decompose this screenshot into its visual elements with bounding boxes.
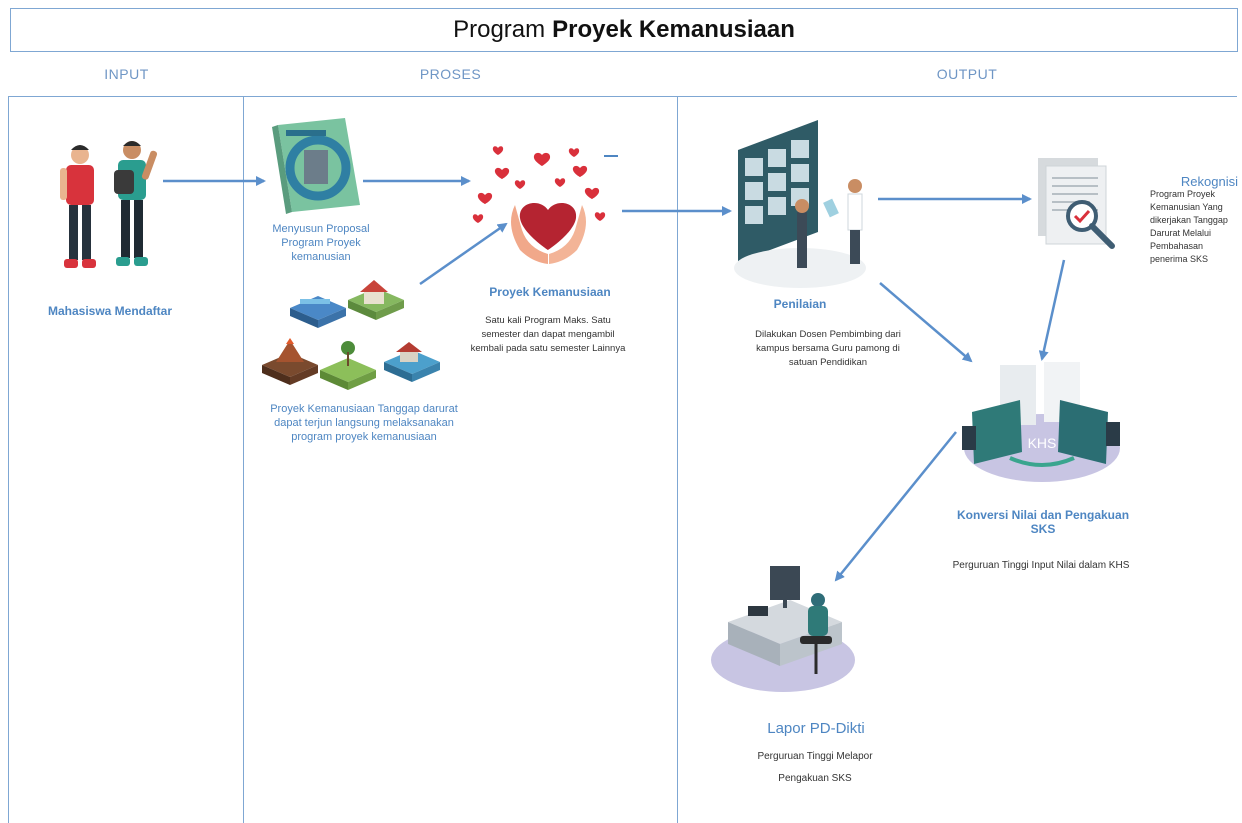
- column-header-process: PROSES: [419, 66, 482, 82]
- project-label: Proyek Kemanusiaan: [489, 285, 611, 299]
- khs-conversion-icon: KHS: [962, 362, 1120, 482]
- conversion-label: Konversi Nilai dan Pengakuan SKS: [956, 508, 1130, 536]
- students-icon: [60, 141, 158, 268]
- output-panel: [677, 96, 1237, 823]
- title-part1: Program: [453, 16, 546, 43]
- column-header-input: INPUT: [104, 66, 149, 82]
- input-panel: [8, 96, 244, 823]
- report-description: Perguruan Tinggi Melapor Pengakuan SKS: [757, 751, 873, 784]
- disaster-icons: [262, 280, 440, 390]
- document-magnifier-icon: [1038, 158, 1115, 249]
- assessment-description: Dilakukan Dosen Pembimbing dari kampus b…: [755, 329, 901, 368]
- process-panel: [243, 96, 678, 823]
- disaster-label: Proyek Kemanusiaan Tanggap darurat dapat…: [270, 403, 458, 443]
- proposal-book-icon: [272, 118, 360, 214]
- project-description: Satu kali Program Maks. Satu semester da…: [470, 315, 626, 354]
- khs-icon-text: KHS: [1028, 435, 1057, 451]
- hearts-hands-icon: [472, 146, 618, 264]
- conversion-description: Perguruan Tinggi Input Nilai dalam KHS: [952, 560, 1130, 571]
- report-label: Lapor PD-Dikti: [767, 720, 865, 737]
- office-desk-icon: [711, 566, 855, 692]
- assessment-label: Penilaian: [773, 297, 827, 311]
- video-conference-icon: [734, 120, 866, 288]
- flow-arrows: [163, 176, 1066, 582]
- recognition-description: Program Proyek Kemanusian Yang dikerjaka…: [1150, 189, 1228, 264]
- title-part2: Proyek Kemanusiaan: [552, 16, 795, 43]
- student-label: Mahasiswa Mendaftar: [47, 304, 173, 318]
- column-header-output: OUTPUT: [936, 66, 998, 82]
- proposal-label: Menyusun Proposal Program Proyek kemanus…: [272, 223, 370, 263]
- diagram-title: Program Proyek Kemanusiaan: [10, 8, 1238, 52]
- recognition-label: Rekognisi: [1180, 174, 1238, 189]
